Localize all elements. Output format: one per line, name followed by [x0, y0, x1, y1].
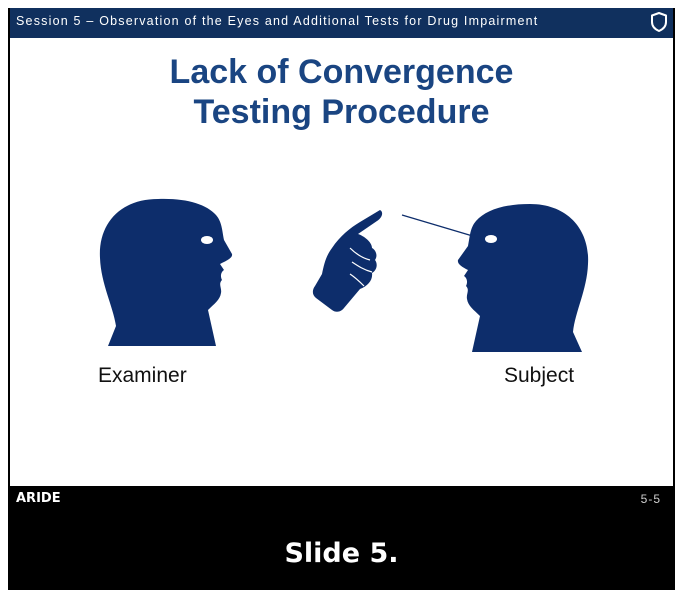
session-header-bar: Session 5 – Observation of the Eyes and … [10, 8, 673, 38]
examiner-head-silhouette [99, 198, 233, 346]
slide-title: Lack of Convergence Testing Procedure [10, 52, 673, 132]
subject-head-silhouette [457, 204, 589, 352]
examiner-label: Examiner [98, 364, 187, 387]
shield-icon [651, 12, 667, 32]
page-number: 5-5 [640, 492, 661, 506]
slide-caption: Slide 5. [284, 538, 399, 569]
gaze-arrow [401, 214, 480, 239]
subject-eye [485, 235, 497, 243]
examiner-eye [201, 236, 213, 244]
slide-title-line-1: Lack of Convergence [169, 53, 514, 91]
pointing-hand-icon [312, 210, 383, 312]
subject-label: Subject [504, 364, 575, 387]
session-title: Session 5 – Observation of the Eyes and … [16, 14, 539, 28]
slide-title-line-2: Testing Procedure [193, 93, 490, 131]
slide: Session 5 – Observation of the Eyes and … [8, 8, 675, 494]
program-name: ARIDE [16, 491, 61, 506]
convergence-illustration [99, 198, 589, 352]
footer-band: ARIDE 5-5 Slide 5. [8, 486, 675, 590]
